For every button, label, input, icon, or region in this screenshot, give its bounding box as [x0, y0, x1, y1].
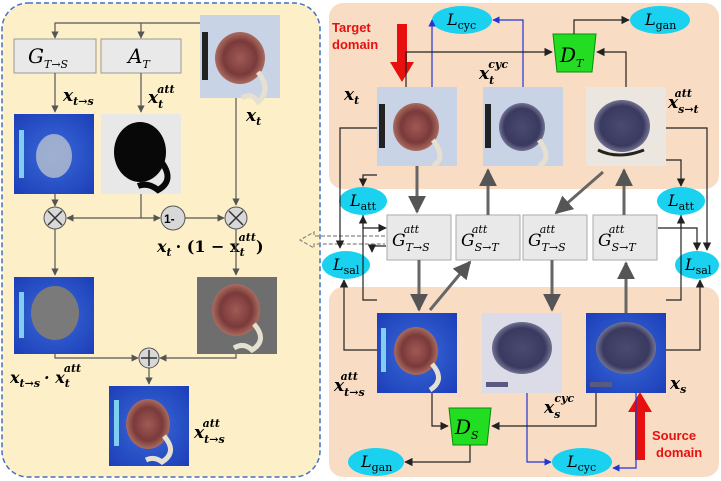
attention-mask-image: [101, 114, 181, 194]
source-image-xs: [586, 313, 666, 393]
label-xt-att: xtatt: [147, 83, 175, 111]
source-image-cyc: [482, 313, 562, 393]
target-image-cyc: [483, 87, 563, 169]
loss-gan-bottom-label: Lgan: [360, 452, 392, 474]
loss-cyc-bottom: [552, 448, 612, 476]
masked-input-image: [197, 277, 277, 354]
generator-g2-box: [455, 214, 521, 261]
loss-sal-right: [675, 251, 719, 279]
label-right-xt: xt: [343, 85, 359, 107]
generator-g1-box: [386, 214, 452, 261]
label-output: xt→satt: [193, 417, 225, 446]
panel-link-arrow: [298, 230, 385, 250]
loss-sal-left-label: Lsal: [332, 255, 360, 277]
loss-att-left: [339, 187, 387, 215]
label-right-xs-cyc: xscyc: [543, 392, 574, 421]
loss-gan-top-label: Lgan: [644, 10, 676, 32]
generator-g2-label: GS→Tatt: [461, 223, 500, 254]
discriminator-ds-label: DS: [454, 415, 479, 442]
loss-gan-bottom: [348, 448, 404, 476]
input-image-xt: [200, 15, 280, 106]
discriminator-dt-label: DT: [559, 43, 585, 70]
loss-att-right: [657, 187, 705, 215]
label-x-t-to-s: xt→s: [62, 86, 94, 108]
label-right-xts-att: xt→satt: [333, 370, 365, 399]
target-red-arrow: [390, 24, 414, 82]
attention-label: AT: [126, 44, 151, 71]
generator-g3-box: [522, 214, 588, 261]
translated-image-t-to-s: [377, 313, 457, 393]
loss-cyc-top-label: Lcyc: [446, 10, 476, 32]
target-image-xt: [377, 87, 457, 169]
generated-image: [14, 114, 94, 194]
generator-g4-label: GS→Tatt: [598, 223, 637, 254]
generator-label: GT→S: [28, 44, 69, 71]
label-right-xs: xs: [669, 374, 686, 396]
loss-gan-top: [630, 6, 690, 34]
generator-g1-label: GT→Satt: [392, 223, 430, 254]
label-right-xst-att: xs→tatt: [667, 87, 699, 116]
output-image: [109, 386, 189, 466]
one-minus-label: 1-: [164, 212, 175, 226]
loss-cyc-top: [432, 6, 492, 34]
label-right-xt-cyc: xtcyc: [478, 58, 508, 87]
generator-g3-label: GT→Satt: [528, 223, 566, 254]
formula-left: xt→s· xtatt: [9, 362, 81, 390]
generator-box: [13, 38, 97, 74]
formula-mid: xt· (1 − xtatt): [156, 231, 264, 259]
discriminator-dt: [552, 33, 597, 73]
loss-cyc-bottom-label: Lcyc: [566, 452, 596, 474]
generator-g4-box: [592, 214, 658, 261]
loss-att-right-label: Latt: [667, 191, 695, 213]
discriminator-ds: [448, 407, 492, 446]
masked-generated-image: [14, 277, 94, 354]
loss-att-left-label: Latt: [349, 191, 377, 213]
translated-image-s-to-t: [586, 87, 666, 166]
loss-sal-left: [322, 251, 370, 279]
loss-sal-right-label: Lsal: [684, 255, 712, 277]
source-red-arrow: [628, 392, 652, 460]
label-xt: xt: [245, 106, 261, 128]
